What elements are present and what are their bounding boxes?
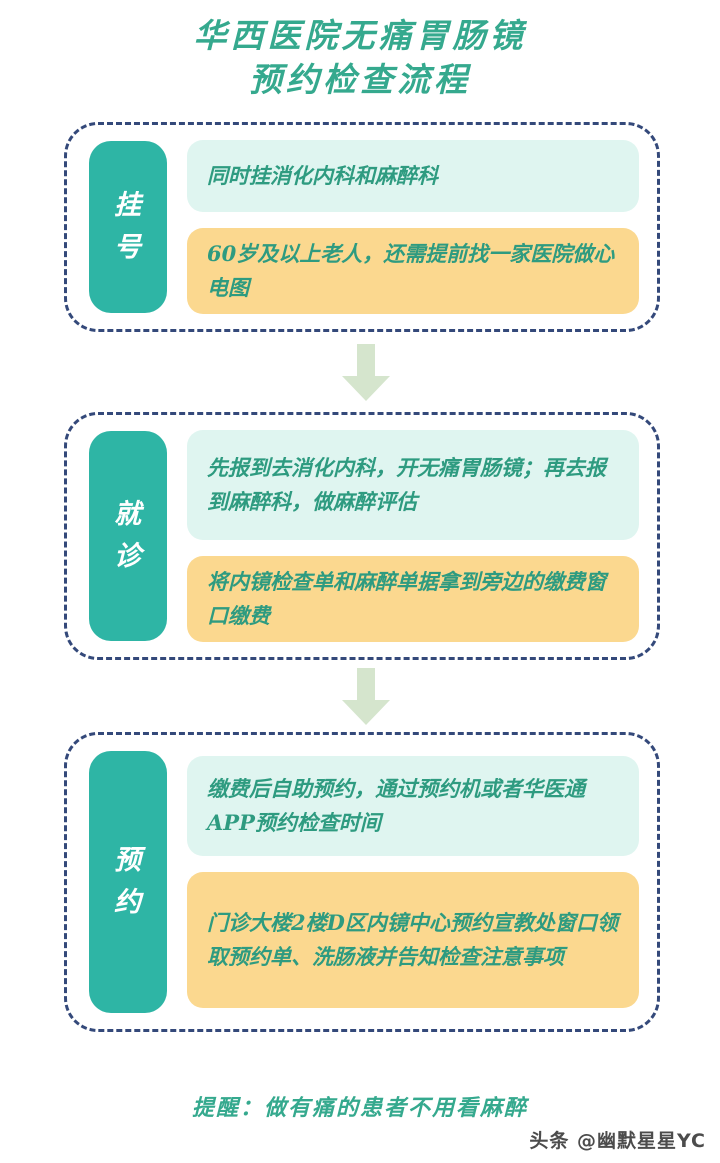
registration-note-secondary: 60岁及以上老人，还需提前找一家医院做心电图 xyxy=(187,228,639,314)
flow-step-registration: 挂 号 同时挂消化内科和麻醉科 60岁及以上老人，还需提前找一家医院做心电图 xyxy=(64,122,660,332)
page-title-line-2: 预约检查流程 xyxy=(249,60,471,99)
arrow-step2-to-step3 xyxy=(340,668,392,726)
flow-step-appointment: 预 约 缴费后自助预约，通过预约机或者华医通APP预约检查时间 门诊大楼2楼D区… xyxy=(64,732,660,1032)
registration-notes: 同时挂消化内科和麻醉科 60岁及以上老人，还需提前找一家医院做心电图 xyxy=(187,140,639,314)
flow-step-appointment-inner: 预 约 缴费后自助预约，通过预约机或者华医通APP预约检查时间 门诊大楼2楼D区… xyxy=(67,735,657,1029)
stage-label-char: 约 xyxy=(114,887,142,918)
appointment-note-secondary: 门诊大楼2楼D区内镜中心预约宣教处窗口领取预约单、洗肠液并告知检查注意事项 xyxy=(187,872,639,1008)
flow-step-consultation: 就 诊 先报到去消化内科，开无痛胃肠镜；再去报到麻醉科，做麻醉评估 将内镜检查单… xyxy=(64,412,660,660)
arrow-step1-to-step2 xyxy=(340,344,392,402)
stage-label-char: 诊 xyxy=(114,541,142,572)
page-title: 华西医院无痛胃肠镜 预约检查流程 xyxy=(0,14,720,102)
stage-label-char: 就 xyxy=(114,499,142,530)
appointment-note-primary: 缴费后自助预约，通过预约机或者华医通APP预约检查时间 xyxy=(187,756,639,856)
stage-label-char: 挂 xyxy=(114,190,142,221)
stage-label-char: 号 xyxy=(114,232,142,263)
stage-label-consultation: 就 诊 xyxy=(89,431,167,641)
consultation-note-secondary: 将内镜检查单和麻醉单据拿到旁边的缴费窗口缴费 xyxy=(187,556,639,642)
registration-note-primary: 同时挂消化内科和麻醉科 xyxy=(187,140,639,212)
consultation-notes: 先报到去消化内科，开无痛胃肠镜；再去报到麻醉科，做麻醉评估 将内镜检查单和麻醉单… xyxy=(187,430,639,642)
consultation-note-primary: 先报到去消化内科，开无痛胃肠镜；再去报到麻醉科，做麻醉评估 xyxy=(187,430,639,540)
stage-label-char: 预 xyxy=(114,845,142,876)
flow-step-registration-inner: 挂 号 同时挂消化内科和麻醉科 60岁及以上老人，还需提前找一家医院做心电图 xyxy=(67,125,657,329)
footer-reminder-note: 提醒：做有痛的患者不用看麻醉 xyxy=(191,1095,528,1121)
appointment-notes: 缴费后自助预约，通过预约机或者华医通APP预约检查时间 门诊大楼2楼D区内镜中心… xyxy=(187,751,639,1013)
watermark-credit: 头条 @幽默星星YC xyxy=(529,1130,706,1152)
flow-step-consultation-inner: 就 诊 先报到去消化内科，开无痛胃肠镜；再去报到麻醉科，做麻醉评估 将内镜检查单… xyxy=(67,415,657,657)
page-title-line-1: 华西医院无痛胃肠镜 xyxy=(193,16,527,55)
stage-label-appointment: 预 约 xyxy=(89,751,167,1013)
stage-label-registration: 挂 号 xyxy=(89,141,167,313)
